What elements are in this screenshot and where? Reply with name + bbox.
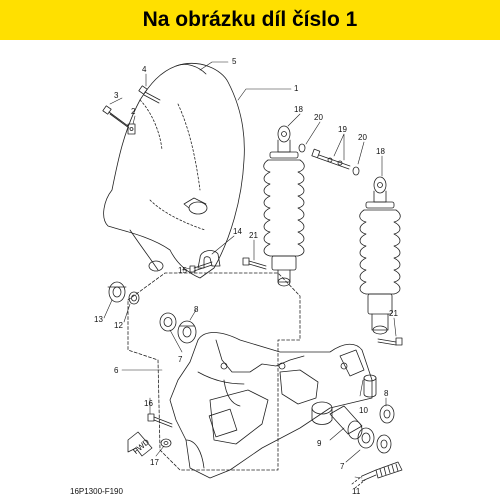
banner-title: Na obrázku díl číslo 1: [142, 8, 358, 31]
label-6: 6: [114, 366, 119, 375]
bolt-3: [102, 105, 130, 129]
label-8-right: 8: [384, 389, 389, 398]
oil-seal-7-right: [357, 427, 392, 454]
label-15: 15: [178, 266, 187, 275]
label-2: 2: [131, 107, 136, 116]
label-7-right: 7: [340, 462, 345, 471]
part-labels: 5 1 4 3 2 18 20 19 20 18 14 21 15 21 13 …: [70, 57, 398, 496]
bearing-13: [107, 281, 127, 303]
label-3: 3: [114, 91, 119, 100]
label-12: 12: [114, 321, 123, 330]
swingarm-outline: [127, 272, 301, 471]
label-16: 16: [144, 399, 153, 408]
label-21-bottom: 21: [389, 309, 398, 318]
bolt-19: [311, 148, 351, 170]
label-17: 17: [150, 458, 159, 467]
fwd-label: FWD: [131, 437, 151, 456]
bearing-8-left: [177, 320, 197, 344]
label-19: 19: [338, 125, 347, 134]
swingarm: [169, 332, 373, 479]
collar-20-left: [298, 143, 306, 153]
label-5: 5: [232, 57, 237, 66]
label-4: 4: [142, 65, 147, 74]
label-18-left: 18: [294, 105, 303, 114]
bolt-16: [147, 413, 173, 428]
collar-12: [128, 291, 140, 305]
label-20-right: 20: [358, 133, 367, 142]
bushing-9: [329, 405, 363, 440]
label-7-left: 7: [178, 355, 183, 364]
bracket-14: [197, 250, 221, 269]
washer-17: [160, 438, 172, 448]
label-10: 10: [359, 406, 368, 415]
oil-seal-7-left: [159, 312, 177, 332]
clip-nut-2: [127, 123, 136, 135]
label-14: 14: [233, 227, 242, 236]
label-9: 9: [317, 439, 322, 448]
label-20-left: 20: [314, 113, 323, 122]
leader-lines: [103, 61, 397, 479]
fwd-arrow-icon: [127, 431, 153, 457]
title-banner: [0, 0, 500, 40]
pivot-bolt-11: [351, 461, 403, 489]
bolt-21-top: [242, 257, 267, 270]
rear-fender: [103, 63, 245, 279]
bearing-8-right: [379, 404, 395, 424]
label-11: 11: [352, 487, 361, 496]
shock-absorber-left: [263, 125, 305, 287]
diagram-code: 16P1300-F190: [70, 487, 123, 496]
label-13: 13: [94, 315, 103, 324]
collar-20-right: [352, 166, 360, 176]
label-1: 1: [294, 84, 299, 93]
bolt-21-bottom: [377, 337, 403, 346]
shock-absorber-right: [359, 176, 401, 335]
bolt-15: [189, 261, 213, 273]
collar-10: [363, 374, 377, 398]
bolt-4: [138, 85, 161, 104]
label-8-left: 8: [194, 305, 199, 314]
label-21-top: 21: [249, 231, 258, 240]
label-18-right: 18: [376, 147, 385, 156]
